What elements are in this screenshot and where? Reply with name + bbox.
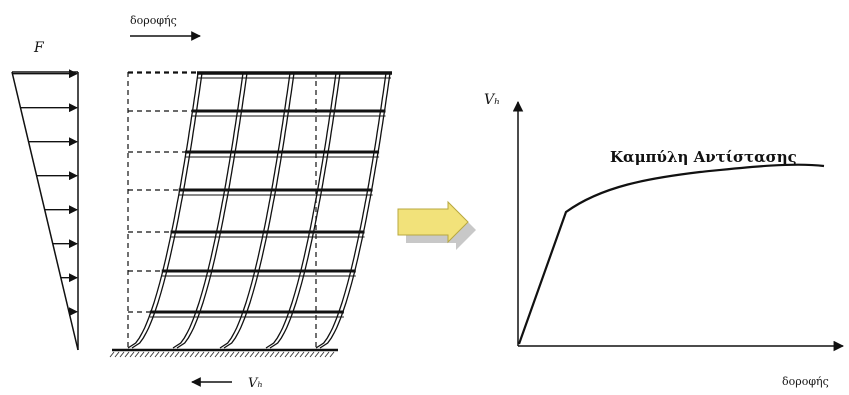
load-label: F bbox=[33, 40, 45, 56]
base-shear-indicator: Vₕ bbox=[191, 376, 263, 391]
y-axis-label: Vₕ bbox=[484, 92, 500, 108]
ground-hatch bbox=[194, 351, 200, 358]
ground-hatch bbox=[329, 351, 335, 358]
ground-hatch bbox=[309, 351, 315, 358]
frame-column bbox=[219, 72, 291, 349]
ground-hatch bbox=[244, 351, 250, 358]
ground-hatch bbox=[264, 351, 270, 358]
frame-column bbox=[269, 72, 341, 349]
ground-hatch bbox=[279, 351, 285, 358]
load-triangle-hypotenuse bbox=[11, 71, 79, 351]
ground-hatch bbox=[114, 351, 120, 358]
lateral-load-diagram: F bbox=[11, 40, 79, 351]
ground-hatch bbox=[149, 351, 155, 358]
frame-column bbox=[223, 72, 295, 349]
ground-hatch bbox=[209, 351, 215, 358]
ground-hatch bbox=[184, 351, 190, 358]
ground-hatch bbox=[204, 351, 210, 358]
ground-hatch bbox=[164, 351, 170, 358]
ground-hatch bbox=[284, 351, 290, 358]
transition-arrow-body bbox=[397, 200, 469, 244]
ground-hatch bbox=[139, 351, 145, 358]
ground-hatch bbox=[229, 351, 235, 358]
ground-hatch bbox=[324, 351, 330, 358]
ground-hatch bbox=[224, 351, 230, 358]
ground-hatch bbox=[274, 351, 280, 358]
top-displacement-label: δοροφής bbox=[130, 14, 177, 27]
ground-hatch bbox=[294, 351, 300, 358]
ground-hatch bbox=[199, 351, 205, 358]
frame-column bbox=[131, 72, 203, 349]
frame-column bbox=[319, 72, 391, 349]
ground-hatch bbox=[124, 351, 130, 358]
curve-title: Καμπύλη Αντίστασης bbox=[610, 148, 797, 166]
frame-column bbox=[172, 72, 244, 349]
x-axis-label: δοροφής bbox=[782, 375, 829, 388]
top-displacement-indicator: δοροφής bbox=[130, 14, 201, 41]
ground-hatch bbox=[289, 351, 295, 358]
ground-hatch bbox=[179, 351, 185, 358]
ground-hatch bbox=[234, 351, 240, 358]
ground-hatch bbox=[154, 351, 160, 358]
frame-column bbox=[176, 72, 248, 349]
ground-hatch bbox=[269, 351, 275, 358]
ground-hatch bbox=[299, 351, 305, 358]
ground-hatch bbox=[159, 351, 165, 358]
ground-hatch bbox=[259, 351, 265, 358]
ground-hatch bbox=[109, 351, 115, 358]
base-shear-label: Vₕ bbox=[248, 376, 263, 391]
ground-hatch bbox=[144, 351, 150, 358]
transition-arrow bbox=[397, 200, 476, 250]
deformed-frame bbox=[109, 71, 392, 358]
ground-hatch bbox=[129, 351, 135, 358]
ground-hatch bbox=[219, 351, 225, 358]
ground-hatch bbox=[119, 351, 125, 358]
ground-hatch bbox=[314, 351, 320, 358]
ground-hatch bbox=[319, 351, 325, 358]
ground-hatch bbox=[189, 351, 195, 358]
ground-hatch bbox=[174, 351, 180, 358]
frame-column bbox=[127, 72, 199, 349]
ground-hatch bbox=[249, 351, 255, 358]
ground-hatch bbox=[304, 351, 310, 358]
frame-column bbox=[265, 72, 337, 349]
ground-hatch bbox=[134, 351, 140, 358]
ground-hatch bbox=[239, 351, 245, 358]
ground-hatch bbox=[214, 351, 220, 358]
capacity-curve bbox=[517, 163, 825, 345]
ground-hatch bbox=[254, 351, 260, 358]
capacity-curve-plot: Vₕ δοροφής Καμπύλη Αντίστασης bbox=[484, 92, 845, 388]
ground-hatch bbox=[169, 351, 175, 358]
frame-column bbox=[315, 72, 387, 349]
